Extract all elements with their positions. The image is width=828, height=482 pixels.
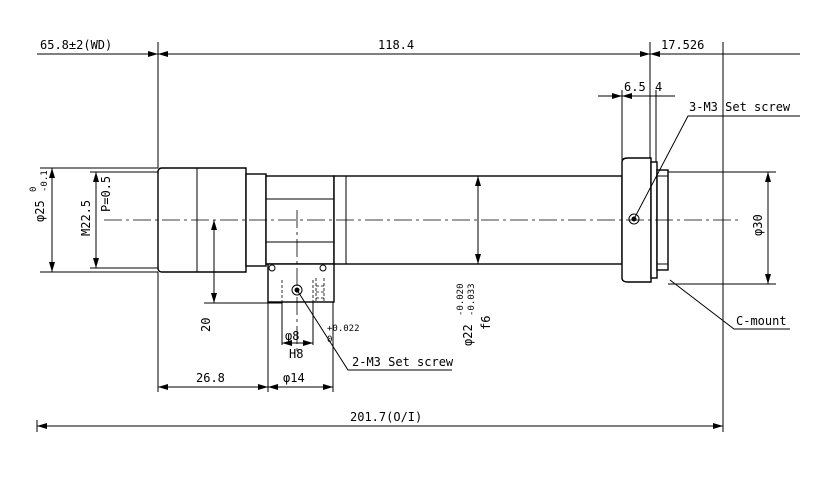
- pin-tol-upper: +0.022: [327, 324, 360, 334]
- front-dia-tol-lower: -0.1: [40, 170, 50, 192]
- dimension-lines: [37, 51, 800, 429]
- overall-length-label: 118.4: [378, 38, 414, 52]
- pitch-label: P=0.5: [99, 176, 113, 212]
- dimension-labels: 65.8±2(WD) 118.4 17.526 6.5 4 3-M3 Set s…: [29, 38, 791, 424]
- tube-tol-upper: -0.020: [456, 283, 466, 316]
- d6-5-label: 6.5: [624, 80, 646, 94]
- thread-label: M22.5: [79, 200, 93, 236]
- d4-label: 4: [655, 80, 662, 94]
- mount-dia-label: φ30: [751, 214, 765, 236]
- pin-fit-label: H8: [289, 347, 303, 361]
- c-mount-label: C-mount: [736, 314, 787, 328]
- pin-tol-lower: 0: [327, 335, 332, 345]
- tube-dia-label: φ22: [461, 324, 475, 346]
- rear-length-label: 17.526: [661, 38, 704, 52]
- front-to-flange-label: 26.8: [196, 371, 225, 385]
- extension-lines: [36, 42, 776, 432]
- front-dia-tol-upper: 0: [29, 187, 39, 192]
- total-length-label: 201.7(O/I): [350, 410, 422, 424]
- center-lines: [104, 210, 742, 352]
- flange-dia-label: φ14: [283, 371, 305, 385]
- pin-dia-label: φ8: [285, 329, 299, 343]
- front-dia-label: φ25: [33, 200, 47, 222]
- leader-lines: [296, 115, 800, 371]
- set-screw-side-label: 2-M3 Set screw: [352, 355, 454, 369]
- set-screw-top-label: 3-M3 Set screw: [689, 100, 791, 114]
- height-20-label: 20: [199, 318, 213, 332]
- lens-body: [157, 157, 669, 303]
- wd-label: 65.8±2(WD): [40, 38, 112, 52]
- tube-tol-lower: -0.033: [467, 283, 477, 316]
- tube-fit-label: f6: [479, 316, 493, 330]
